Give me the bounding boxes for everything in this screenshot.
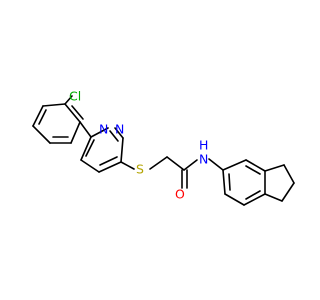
bond — [42, 103, 66, 107]
bond — [79, 121, 92, 138]
chlorophenyl-ring — [32, 103, 84, 144]
atom-label-n1: N — [99, 122, 108, 137]
bond — [120, 137, 124, 163]
bond — [98, 161, 122, 173]
atom-label-nh: N — [199, 152, 208, 167]
atom-label-cl: Cl — [69, 89, 81, 104]
bond — [90, 127, 109, 138]
bond — [114, 127, 124, 139]
pyridazine-ring — [79, 121, 124, 173]
bond — [71, 105, 84, 120]
bond — [222, 159, 247, 171]
bond — [38, 109, 47, 125]
bond-c-s — [120, 161, 135, 170]
bond — [80, 136, 92, 161]
bond — [64, 103, 81, 123]
bond — [80, 159, 100, 173]
bond — [243, 193, 266, 206]
bond-co-nh — [183, 159, 198, 171]
bond — [224, 193, 245, 206]
atom-label-o: O — [175, 187, 185, 202]
bond — [222, 169, 226, 195]
bond-s-ch2 — [149, 156, 168, 170]
bond — [228, 173, 231, 191]
bond — [245, 165, 261, 175]
molecule-canvas: Cl N N S O N H — [32, 88, 295, 206]
atom-label-n2: N — [115, 122, 124, 137]
bond — [85, 139, 95, 157]
bond — [245, 190, 261, 200]
bond-ch2-co — [166, 156, 185, 171]
bond — [245, 159, 266, 172]
bond — [32, 125, 51, 144]
bond — [264, 193, 283, 202]
atom-label-s: S — [136, 162, 144, 177]
bond — [109, 130, 119, 142]
bond — [283, 164, 295, 184]
indane-ring — [222, 159, 295, 206]
bond — [281, 182, 295, 202]
molecule-structure: Cl N N S O N H — [32, 89, 295, 206]
bond-c-cl — [64, 95, 73, 105]
bond — [264, 164, 285, 172]
bond — [32, 105, 44, 127]
bond — [70, 121, 81, 144]
atom-label-h: H — [199, 138, 208, 153]
bond-nh-c — [208, 158, 224, 171]
bond — [99, 156, 118, 166]
